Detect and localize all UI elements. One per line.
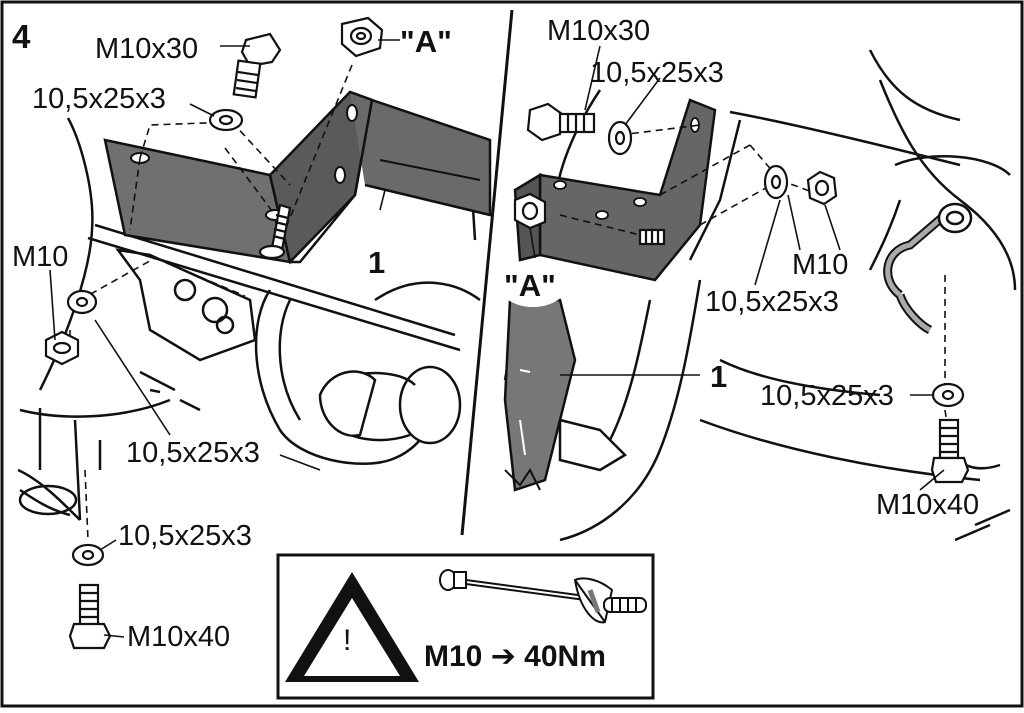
label-washer-far-right: 10,5x25x3 (760, 380, 894, 412)
warning-triangle-icon: ! (285, 572, 419, 682)
torque-warning-box: ! M10 ➔ 40Nm (276, 553, 655, 700)
label-nut-right: M10 (792, 249, 848, 281)
label-nut-a-left: "A" (400, 24, 452, 59)
marker-a-bubble (499, 263, 567, 307)
label-washer-right: 10,5x25x3 (705, 286, 839, 318)
bolt-a-icon (513, 192, 666, 246)
left-leader-lines (49, 39, 400, 638)
label-washer-lower-left: 10,5x25x3 (126, 437, 260, 469)
washer-icon (71, 543, 105, 567)
bolt-m10x40-icon (930, 418, 970, 484)
right-hardware (513, 102, 970, 484)
washer-icon (763, 164, 789, 200)
nut-m10-icon (44, 330, 80, 366)
right-bracket-part (503, 98, 717, 492)
label-bolt-a-right: "A" (504, 268, 556, 303)
washer-icon (66, 289, 98, 315)
bolt-m10x30-icon (232, 32, 282, 99)
right-leader-lines (529, 45, 945, 491)
left-bracket-part (103, 90, 492, 265)
label-nut-side-left: M10 (12, 241, 68, 273)
panel-divider (460, 9, 514, 536)
label-washer-top-right: 10,5x25x3 (590, 57, 724, 89)
washer-icon (607, 120, 633, 156)
label-part-1-left: 1 (368, 245, 385, 280)
torque-wrench-icon (439, 569, 647, 624)
left-panel (17, 117, 481, 521)
label-washer-bottom-left: 10,5x25x3 (118, 520, 252, 552)
label-washer-top-left: 10,5x25x3 (32, 83, 166, 115)
left-alignment-lines (69, 64, 353, 541)
label-part-1-right: 1 (710, 359, 727, 394)
label-bolt-top-left: M10x30 (95, 33, 198, 65)
step-number: 4 (12, 18, 31, 55)
torque-spec-text: M10 ➔ 40Nm (424, 640, 606, 673)
bolt-m10x40-icon (68, 583, 112, 650)
nut-m10-icon (806, 170, 838, 206)
nut-a-icon (340, 16, 384, 58)
label-bolt-top-right: M10x30 (547, 15, 650, 47)
washer-icon (208, 108, 244, 132)
washer-icon (931, 382, 965, 408)
label-bolt-bottom-left: M10x40 (127, 621, 230, 653)
threaded-stud-icon (258, 203, 292, 260)
svg-text:!: ! (343, 624, 351, 657)
left-hardware (44, 16, 384, 650)
labels: 4 M10x30 10,5x25x3 "A" M10 1 10,5x25x3 1… (12, 15, 979, 653)
bolt-m10x30-icon (526, 102, 596, 142)
label-bolt-far-right: M10x40 (876, 489, 979, 521)
